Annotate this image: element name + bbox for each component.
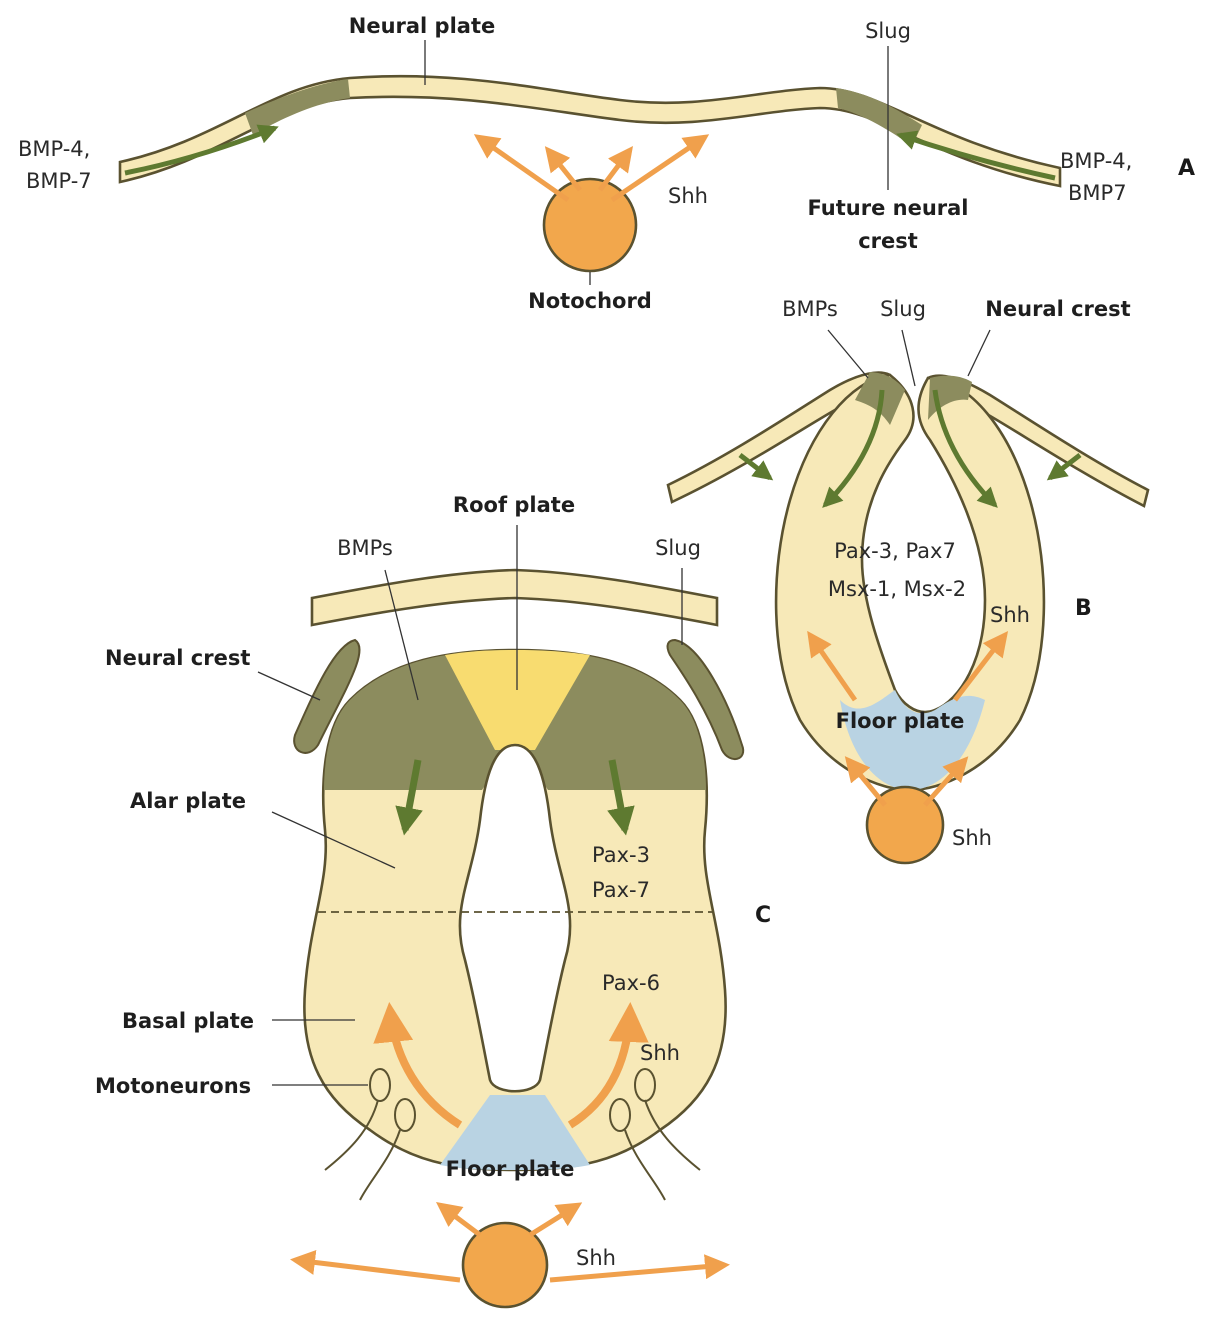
label-motoneurons: Motoneurons <box>95 1074 251 1098</box>
label-future-crest-2: crest <box>858 229 918 253</box>
label-bmps-c: BMPs <box>337 536 393 560</box>
panel-b: BMPs Slug Neural crest Pax-3, Pax7 Msx-1… <box>668 297 1148 863</box>
label-roof-plate: Roof plate <box>453 493 575 517</box>
bmp-arrow-right <box>900 135 1055 178</box>
label-alar-plate: Alar plate <box>130 789 246 813</box>
label-neural-plate: Neural plate <box>349 14 496 38</box>
label-shh-a: Shh <box>668 184 708 208</box>
panel-label-c: C <box>755 903 771 928</box>
label-pax-b-2: Msx-1, Msx-2 <box>828 577 966 601</box>
label-slug-b: Slug <box>880 297 926 321</box>
notochord-c <box>463 1223 547 1307</box>
label-neural-crest-c: Neural crest <box>105 646 250 670</box>
label-bmp-right-2: BMP7 <box>1068 181 1127 205</box>
panel-c: Roof plate BMPs Slug Neural crest Alar p… <box>95 493 771 1307</box>
label-notochord: Notochord <box>528 289 652 313</box>
label-bmps-b: BMPs <box>782 297 838 321</box>
label-future-crest-1: Future neural <box>807 196 968 220</box>
label-shh-c-bottom: Shh <box>576 1246 616 1270</box>
label-shh-b-top: Shh <box>990 603 1030 627</box>
label-slug-c: Slug <box>655 536 701 560</box>
surface-ectoderm-c <box>312 570 717 625</box>
label-pax-b-1: Pax-3, Pax7 <box>834 539 956 563</box>
label-bmp-right-1: BMP-4, <box>1060 149 1132 173</box>
label-neural-crest-b: Neural crest <box>985 297 1130 321</box>
bmp-zone-left <box>245 79 350 135</box>
label-pax3-c: Pax-3 <box>592 843 650 867</box>
label-pax6-c: Pax-6 <box>602 971 660 995</box>
panel-a: Neural plate Slug BMP-4, BMP-7 BMP-4, BM… <box>18 14 1195 313</box>
label-shh-b-bottom: Shh <box>952 826 992 850</box>
label-pax7-c: Pax-7 <box>592 878 650 902</box>
label-floor-plate-c: Floor plate <box>446 1157 575 1181</box>
label-slug-a: Slug <box>865 19 911 43</box>
label-basal-plate: Basal plate <box>122 1009 254 1033</box>
label-bmp-left-1: BMP-4, <box>18 137 90 161</box>
label-floor-plate-b: Floor plate <box>836 709 965 733</box>
panel-label-b: B <box>1075 596 1092 621</box>
label-bmp-left-2: BMP-7 <box>26 169 92 193</box>
panel-label-a: A <box>1178 156 1195 181</box>
label-shh-c-inner: Shh <box>640 1041 680 1065</box>
